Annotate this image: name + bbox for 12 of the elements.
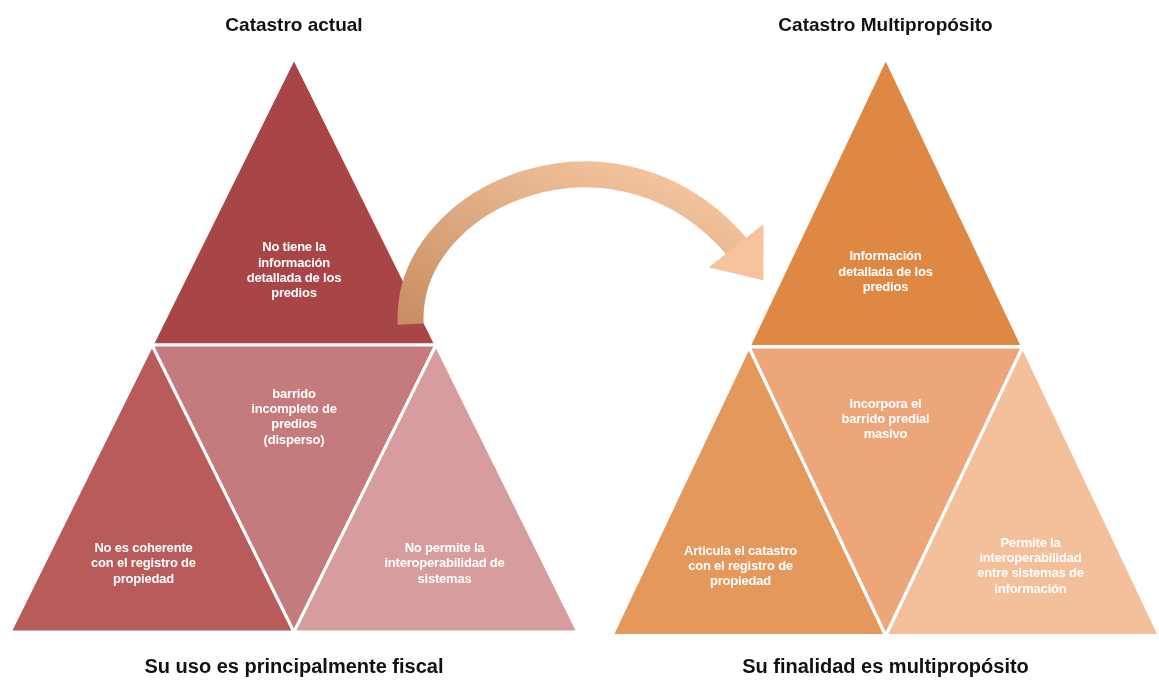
segment-text: Permite la interoperabilidad entre sistemas de información [976,535,1085,597]
segment-text: Incorpora el barrido predial masivo [840,395,931,442]
segment-text: barrido incompleto de predios (disperso) [250,386,338,448]
segment-text: Información detallada de los predios [837,248,934,295]
segment-text: No es coherente con el registro de propiedad [90,540,197,587]
pyramid-caption: Su uso es principalmente fiscal [143,655,445,678]
segment-text: Articula el catastro con el registro de propiedad [683,542,799,589]
segment-text: No permite la interoperabilidad de sistemas [383,540,506,587]
pyramid-title: Catastro actual [224,14,364,36]
segment-text: No tiene la información detallada de los predios [245,239,343,302]
pyramid-caption: Su finalidad es multipropósito [741,655,1030,678]
pyramid-title: Catastro Multipropósito [777,14,994,36]
